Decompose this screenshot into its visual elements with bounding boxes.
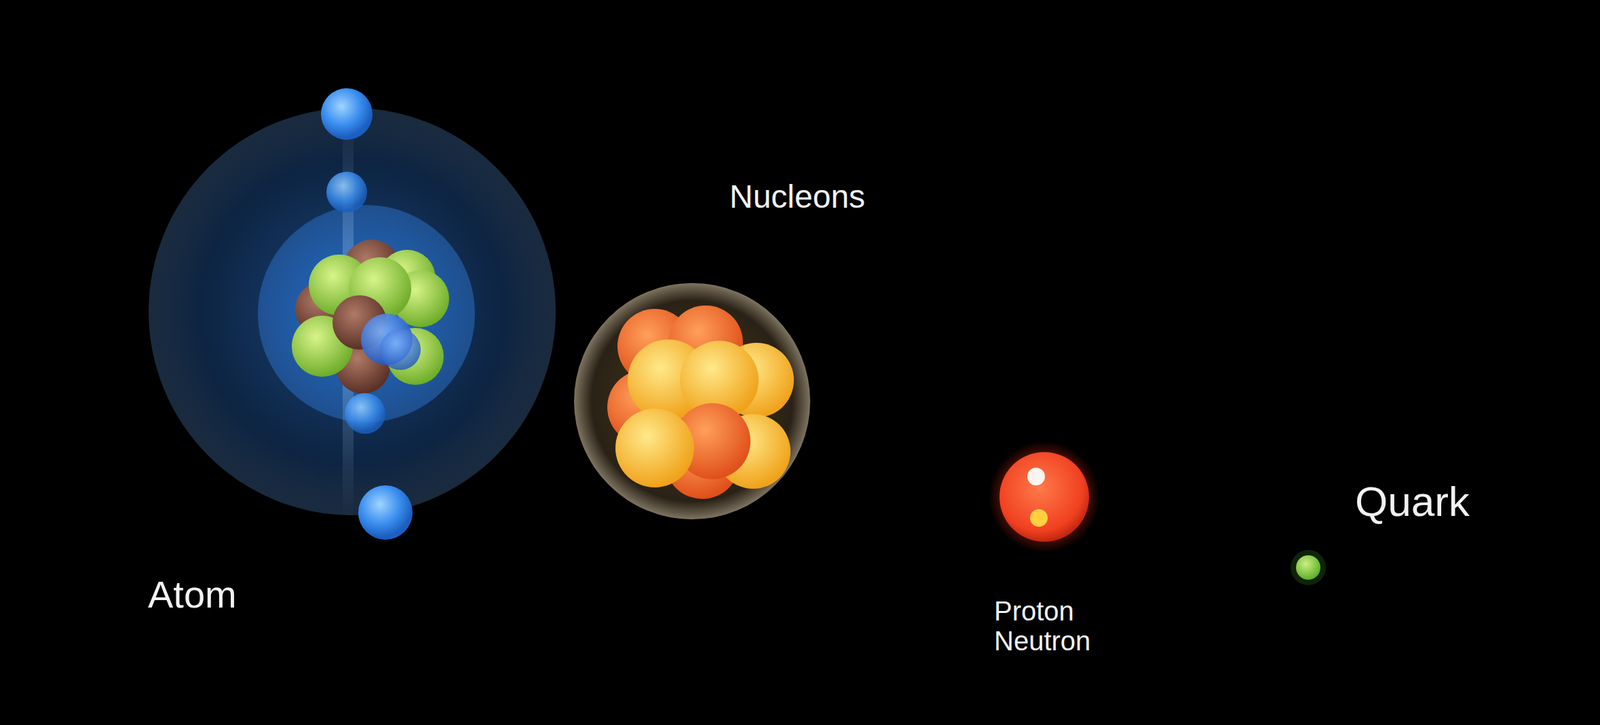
nucleus-figure [574, 282, 811, 520]
atom-figure [148, 88, 556, 540]
electron [358, 485, 413, 540]
electron [320, 88, 373, 140]
nucleus-shell [574, 282, 811, 520]
electron [344, 392, 386, 434]
quark-figure [1290, 549, 1326, 585]
caption-label: Proton Neutron [994, 595, 1117, 656]
caption-label: Atom [147, 573, 237, 616]
electron-shell [148, 107, 556, 516]
proton-figure [988, 441, 1100, 553]
atom-nucleus [291, 239, 450, 394]
inner-shell [257, 204, 475, 423]
caption-label: Nucleons [729, 179, 866, 216]
caption-label: Quark [1355, 478, 1470, 525]
electron [326, 171, 368, 213]
